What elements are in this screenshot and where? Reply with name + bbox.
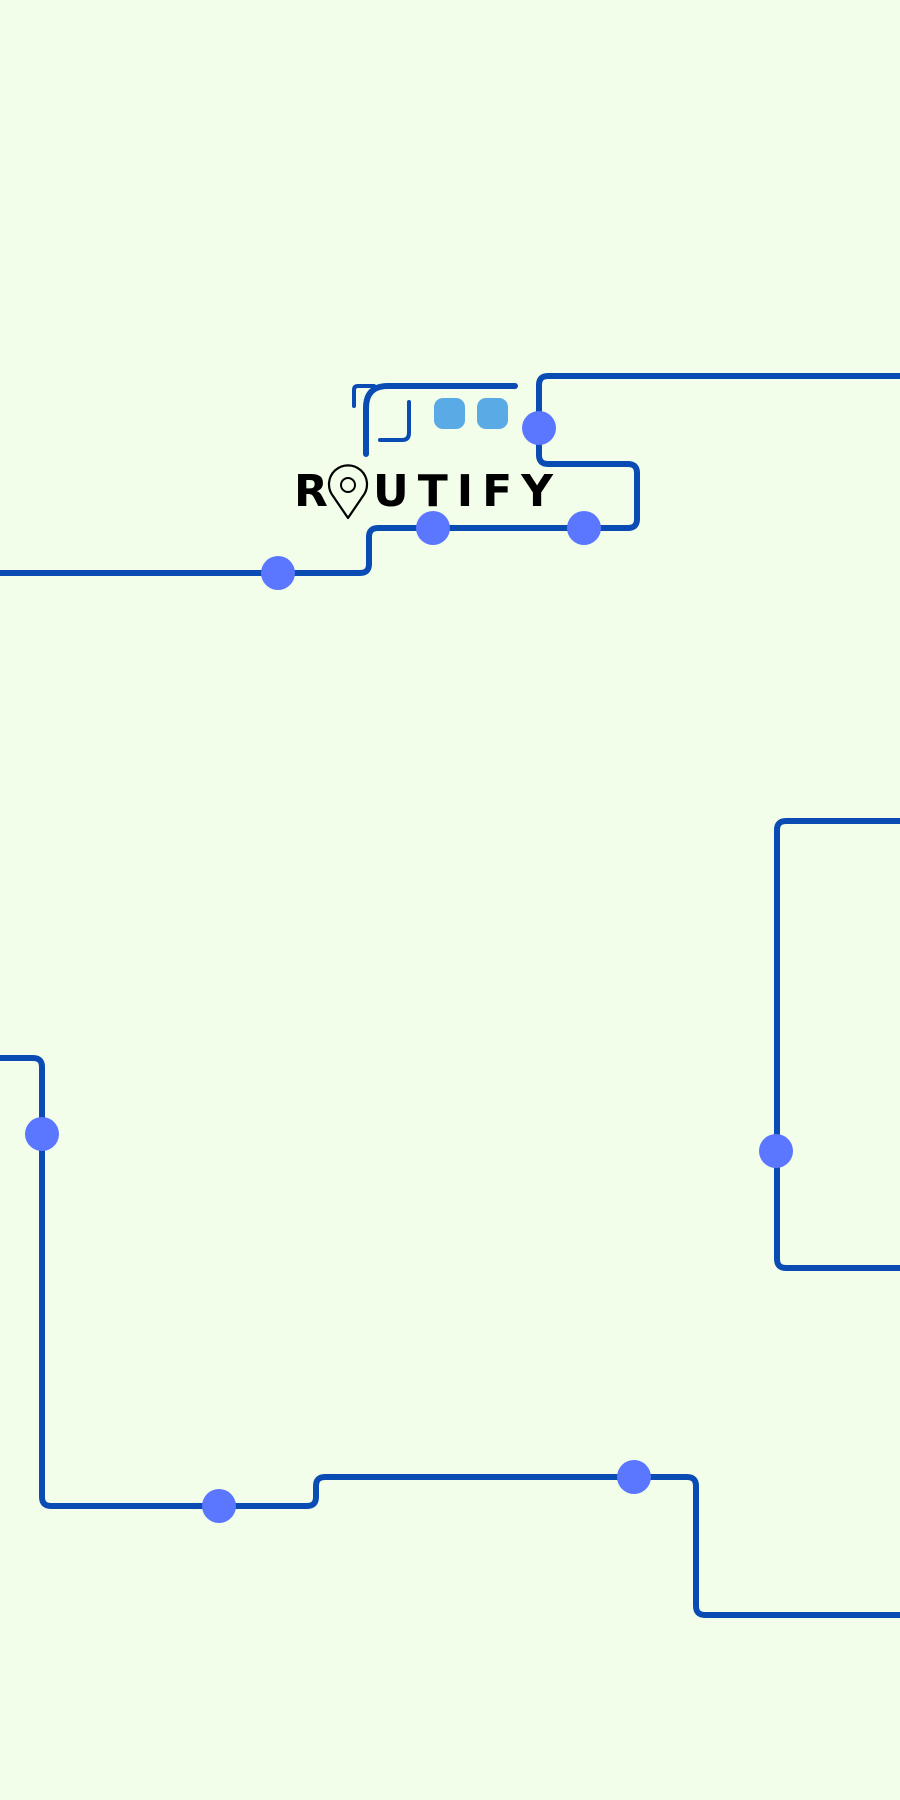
logo-wordmark-utify: UTIFY <box>373 466 562 517</box>
station-dot <box>759 1134 793 1168</box>
station-dot <box>416 511 450 545</box>
station-dot <box>522 411 556 445</box>
bus-roof <box>363 383 518 457</box>
bus-door <box>378 400 411 442</box>
station-dot <box>567 511 601 545</box>
bus-window <box>477 398 508 429</box>
bus-icon <box>352 383 518 457</box>
station-dot <box>261 556 295 590</box>
station-dot <box>25 1117 59 1151</box>
station-dot <box>202 1489 236 1523</box>
route-line-right <box>774 818 900 1271</box>
logo-wordmark-r: R <box>294 466 328 517</box>
logo: R UTIFY <box>294 464 562 520</box>
station-dot <box>617 1460 651 1494</box>
bus-window <box>434 398 465 429</box>
bus-mirror <box>352 384 376 408</box>
route-line-top <box>0 373 900 576</box>
map-pin-icon <box>327 464 369 520</box>
